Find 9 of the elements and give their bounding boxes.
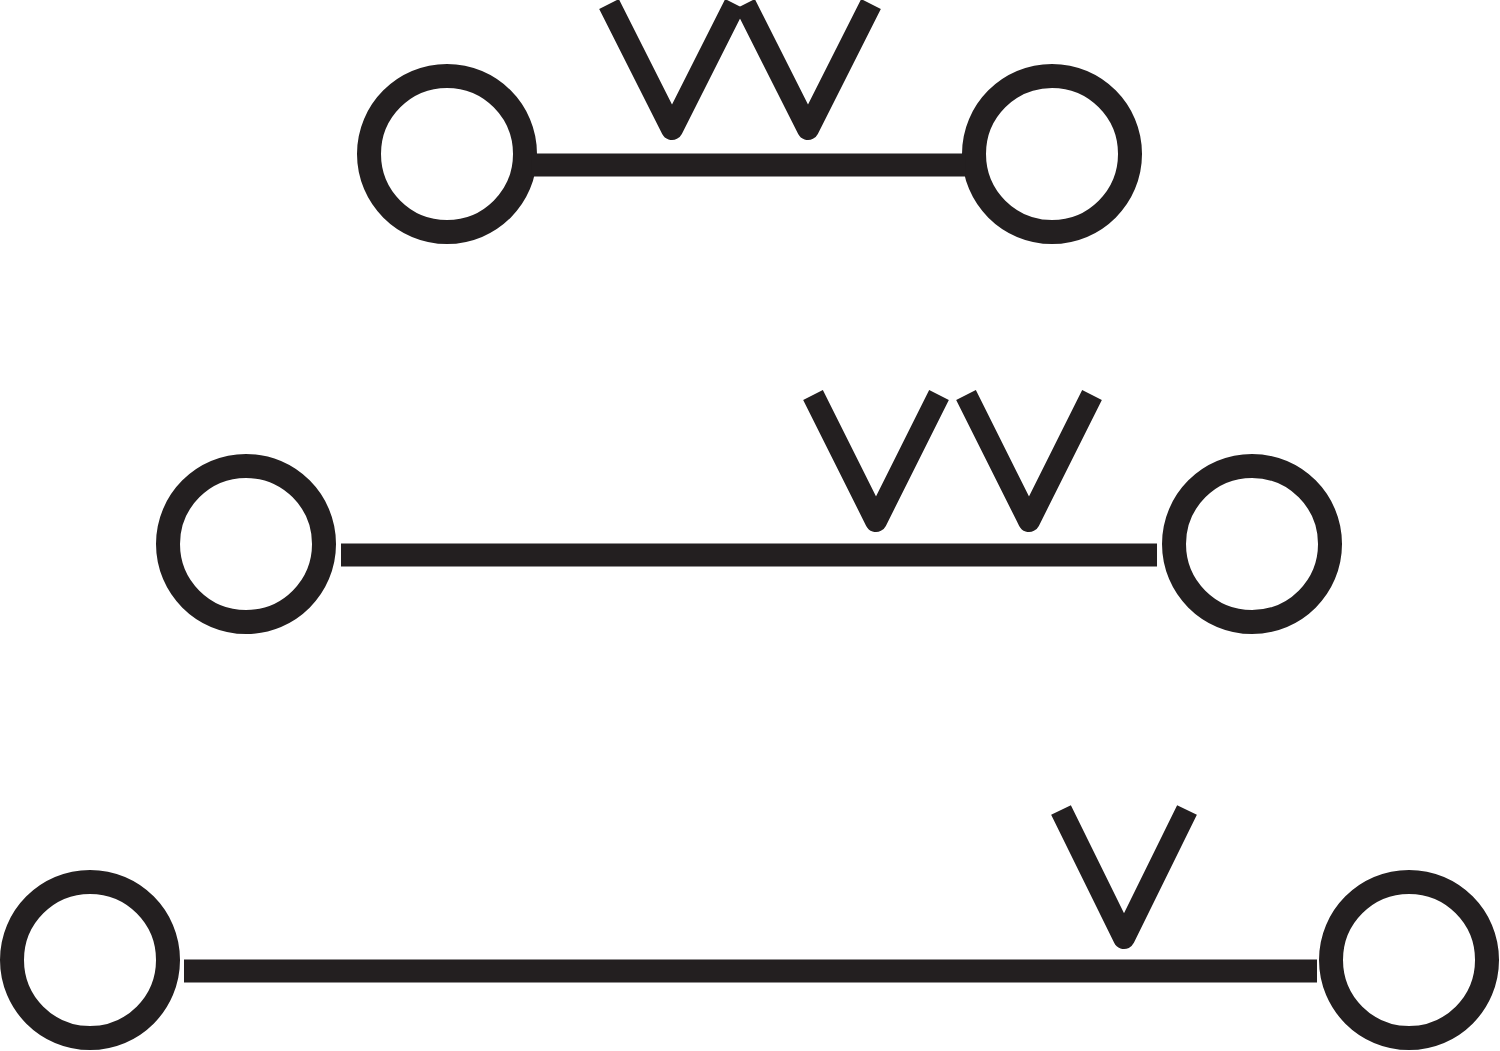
circle [156, 454, 336, 634]
circle [1162, 454, 1342, 634]
circle [962, 64, 1142, 244]
connector-line [341, 543, 1157, 567]
circle [0, 870, 180, 1050]
circle [357, 64, 537, 244]
connector-line [531, 153, 965, 177]
circle [1319, 870, 1499, 1050]
connector-line [184, 959, 1317, 983]
